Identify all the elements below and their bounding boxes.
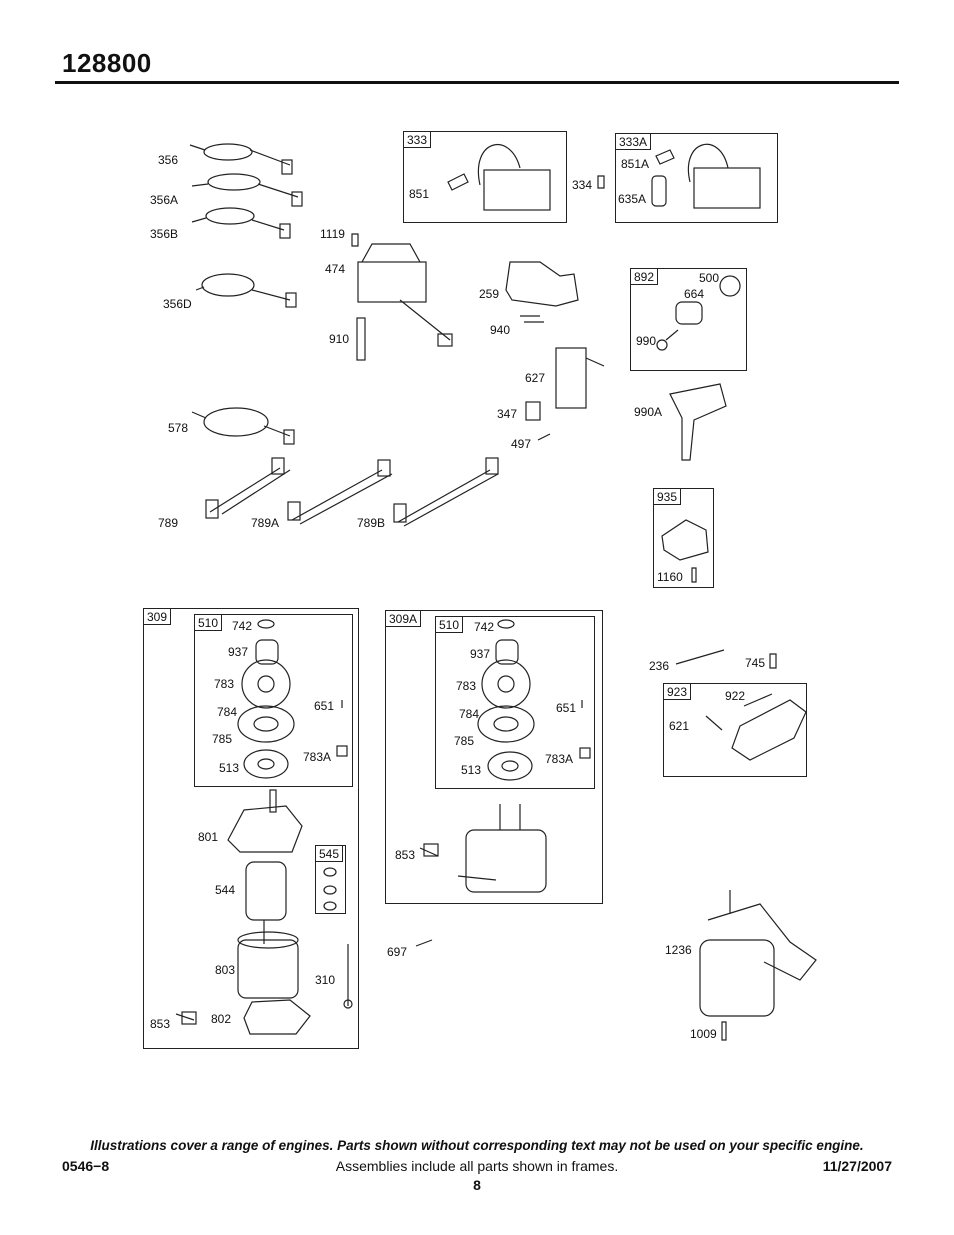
part-label: 627 — [525, 371, 546, 385]
part-label: 937 — [228, 645, 249, 659]
frame-935: 935 — [653, 488, 714, 588]
frame-label: 333A — [616, 134, 652, 150]
doc-date: 11/27/2007 — [822, 1158, 892, 1174]
part-label: 356 — [158, 153, 179, 167]
part-label: 853 — [150, 1017, 171, 1031]
frame-545: 545 — [315, 845, 346, 914]
frame-label: 892 — [631, 269, 659, 285]
part-label: 789A — [251, 516, 280, 530]
part-label: 1009 — [690, 1027, 717, 1041]
part-label: 784 — [217, 705, 238, 719]
part-label: 803 — [215, 963, 236, 977]
part-label: 801 — [198, 830, 219, 844]
part-label: 497 — [511, 437, 532, 451]
title-rule — [55, 81, 899, 84]
frame-note: Assemblies include all parts shown in fr… — [335, 1158, 619, 1174]
part-label: 789B — [357, 516, 386, 530]
part-label: 664 — [684, 287, 705, 301]
page-number: 8 — [473, 1177, 481, 1193]
frame-label: 333 — [404, 132, 432, 148]
part-label: 783 — [456, 679, 477, 693]
part-label: 785 — [454, 734, 475, 748]
part-label: 513 — [461, 763, 482, 777]
frame-923: 923 — [663, 683, 807, 777]
part-label: 544 — [215, 883, 236, 897]
part-label: 853 — [395, 848, 416, 862]
part-label: 922 — [725, 689, 746, 703]
frame-892: 892 — [630, 268, 747, 371]
part-label: 937 — [470, 647, 491, 661]
part-label: 236 — [649, 659, 670, 673]
part-label: 356D — [163, 297, 192, 311]
disclaimer-note: Illustrations cover a range of engines. … — [90, 1138, 864, 1153]
part-label: 851 — [409, 187, 430, 201]
frame-333A: 333A — [615, 133, 778, 223]
frame-label: 309 — [144, 609, 172, 625]
part-label: 1119 — [320, 227, 345, 241]
part-label: 635A — [618, 192, 647, 206]
part-label: 310 — [315, 973, 336, 987]
frame-309: 309 — [143, 608, 359, 1049]
part-label: 259 — [479, 287, 500, 301]
part-label: 474 — [325, 262, 346, 276]
frame-label: 935 — [654, 489, 682, 505]
frame-label: 309A — [386, 611, 422, 627]
part-label: 651 — [556, 701, 577, 715]
part-label: 1160 — [657, 570, 683, 584]
part-label: 802 — [211, 1012, 232, 1026]
part-label: 578 — [168, 421, 189, 435]
part-label: 347 — [497, 407, 518, 421]
frame-label: 510 — [436, 617, 464, 633]
part-label: 789 — [158, 516, 179, 530]
part-label: 742 — [232, 619, 253, 633]
page-title: 128800 — [62, 48, 152, 78]
part-label: 785 — [212, 732, 233, 746]
part-label: 356B — [150, 227, 179, 241]
part-label: 990 — [636, 334, 657, 348]
frame-510: 510 — [194, 614, 353, 787]
frame-label: 545 — [316, 846, 344, 862]
part-label: 334 — [572, 178, 593, 192]
frame-label: 510 — [195, 615, 223, 631]
part-label: 356A — [150, 193, 179, 207]
doc-code: 0546−8 — [62, 1158, 110, 1174]
part-label: 783A — [545, 752, 574, 766]
part-label: 742 — [474, 620, 495, 634]
frame-309A: 309A — [385, 610, 603, 904]
frame-333: 333 — [403, 131, 567, 223]
part-label: 783 — [214, 677, 235, 691]
part-label: 1236 — [665, 943, 692, 957]
part-label: 513 — [219, 761, 240, 775]
part-label: 784 — [459, 707, 480, 721]
part-label: 910 — [329, 332, 350, 346]
frame-510: 510 — [435, 616, 595, 789]
part-label: 990A — [634, 405, 663, 419]
frame-label: 923 — [664, 684, 692, 700]
part-label: 783A — [303, 750, 332, 764]
part-label: 851A — [621, 157, 650, 171]
part-label: 621 — [669, 719, 690, 733]
part-label: 500 — [699, 271, 720, 285]
part-label: 745 — [745, 656, 766, 670]
part-label: 651 — [314, 699, 335, 713]
part-label: 697 — [387, 945, 408, 959]
part-label: 940 — [490, 323, 511, 337]
